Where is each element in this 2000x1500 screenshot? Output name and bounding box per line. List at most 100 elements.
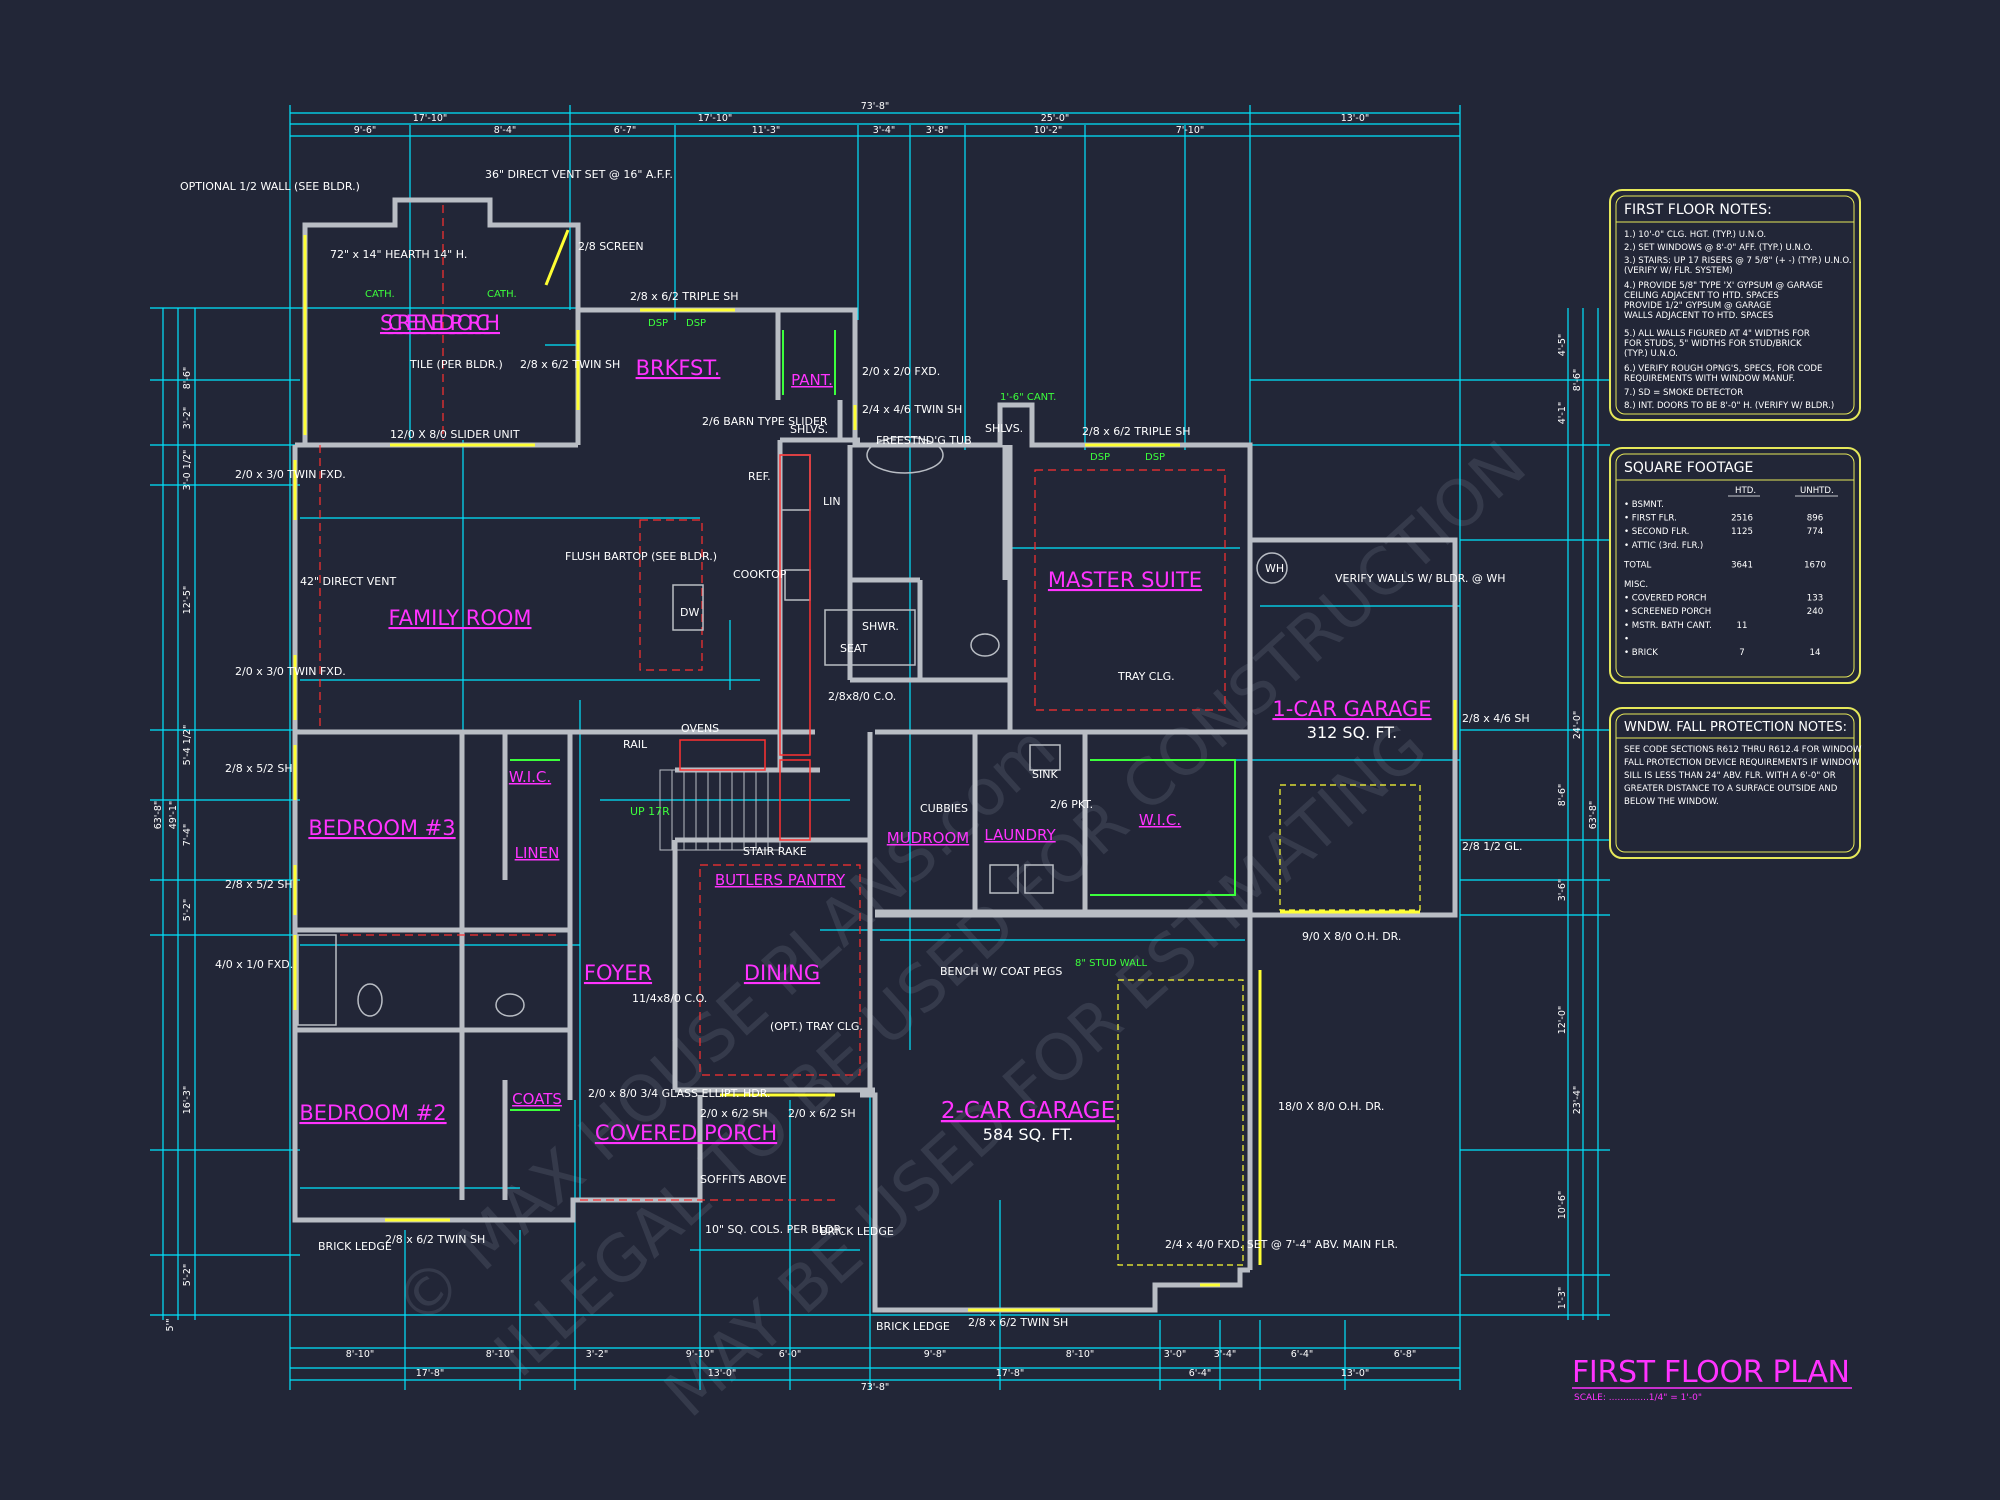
drawing-title: FIRST FLOOR PLAN xyxy=(1572,1355,1850,1390)
room-family-room: FAMILY ROOM xyxy=(388,606,531,630)
dim-bottom-row2: 17'-8" xyxy=(416,1368,445,1379)
sqft-row-label: • ATTIC (3rd. FLR.) xyxy=(1624,541,1703,551)
room-labels: SCREENED PORCH BRKFST. PANT. FAMILY ROOM… xyxy=(299,311,1431,1145)
room-coats: COATS xyxy=(512,1090,562,1108)
note-bench: BENCH W/ COAT PEGS xyxy=(940,965,1062,978)
sqft-row-label: • SECOND FLR. xyxy=(1624,527,1689,537)
ffn-line: 7.) SD = SMOKE DETECTOR xyxy=(1624,388,1743,398)
sqft-row-htd: 7 xyxy=(1739,648,1744,658)
sqft-row-label: MISC. xyxy=(1624,580,1648,590)
dim-right: 10'-6" xyxy=(1557,1191,1568,1220)
sqft-row-unhtd: 896 xyxy=(1807,514,1823,524)
panel-first-floor-notes: FIRST FLOOR NOTES: 1.) 10'-0" CLG. HGT. … xyxy=(1609,189,1861,421)
dim-top-row2: 6'-7" xyxy=(614,125,637,136)
note-dw: DW xyxy=(680,606,699,619)
dim-right: 1'-3" xyxy=(1557,1287,1568,1310)
dim-bottom-row1: 9'-8" xyxy=(924,1349,947,1360)
dim-top-row1: 17'-10" xyxy=(413,113,448,124)
ffn-line: 8.) INT. DOORS TO BE 8'-0" H. (VERIFY W/… xyxy=(1624,401,1834,411)
panel-window-fall-title: WNDW. FALL PROTECTION NOTES: xyxy=(1624,720,1847,735)
windows xyxy=(293,229,1457,1312)
note-brick-ledge-1: BRICK LEDGE xyxy=(318,1240,392,1253)
dim-right: 4'-5" xyxy=(1557,334,1568,357)
room-bedroom-3: BEDROOM #3 xyxy=(308,816,455,840)
room-mudroom: MUDROOM xyxy=(887,829,969,847)
note-cooktop: COOKTOP xyxy=(733,568,787,581)
note-cath-2: CATH. xyxy=(487,289,517,300)
room-covered-porch: COVERED PORCH xyxy=(595,1121,777,1145)
dim-bottom-row2: 13'-0" xyxy=(708,1368,737,1379)
room-linen: LINEN xyxy=(515,844,560,862)
ffn-line: WALLS ADJACENT TO HTD. SPACES xyxy=(1624,311,1773,321)
note-triple-sh-master: 2/8 x 6/2 TRIPLE SH xyxy=(1082,425,1190,438)
dim-left: 3'-2" xyxy=(182,407,193,430)
wfp-line: BELOW THE WINDOW. xyxy=(1624,797,1719,807)
note-rail: RAIL xyxy=(623,738,648,751)
panel-first-floor-notes-title: FIRST FLOOR NOTES: xyxy=(1624,202,1772,218)
dim-bottom-row1: 8'-10" xyxy=(486,1349,515,1360)
title-block: FIRST FLOOR PLAN SCALE: ..............1/… xyxy=(1572,1355,1852,1403)
room-brkfst: BRKFST. xyxy=(636,356,721,380)
dim-top-row2: 10'-2" xyxy=(1034,125,1063,136)
note-sh-20x62-b: 2/0 x 6/2 SH xyxy=(788,1107,856,1120)
dim-right-total: 63'-8" xyxy=(1588,801,1599,830)
note-dsp-4: DSP xyxy=(1145,452,1165,463)
note-brick-ledge-2: BRICK LEDGE xyxy=(820,1225,894,1238)
sqft-row-label: • BSMNT. xyxy=(1624,500,1664,510)
note-oh-door-9: 9/0 X 8/0 O.H. DR. xyxy=(1302,930,1401,943)
ffn-line: 6.) VERIFY ROUGH OPNG'S, SPECS, FOR CODE xyxy=(1624,364,1822,374)
note-freestanding-tub: FREESTND'G TUB xyxy=(876,434,972,447)
dim-left: 5'-2" xyxy=(182,899,193,922)
dim-right: 24'-0" xyxy=(1572,711,1583,740)
note-screen-28: 2/8 SCREEN xyxy=(578,240,644,253)
sqft-row-label: • xyxy=(1624,634,1629,644)
dim-top-row2: 11'-3" xyxy=(752,125,781,136)
room-screened-porch: SCREENED PORCH xyxy=(380,311,500,335)
dim-left: 12'-5" xyxy=(182,586,193,615)
sqft-row-htd: 2516 xyxy=(1731,514,1753,524)
cabinetry xyxy=(679,454,811,841)
dim-left: 7'-4" xyxy=(182,824,193,847)
room-1-car-garage-sqft: 312 SQ. FT. xyxy=(1307,723,1397,742)
sqft-row-unhtd: 774 xyxy=(1807,527,1823,537)
dim-top-row1: 13'-0" xyxy=(1341,113,1370,124)
ffn-line: (TYP.) U.N.O. xyxy=(1624,349,1678,359)
room-master-suite: MASTER SUITE xyxy=(1048,568,1202,592)
note-lin: LIN xyxy=(823,495,841,508)
wfp-line: SILL IS LESS THAN 24" ABV. FLR. WITH A 6… xyxy=(1624,771,1836,781)
dim-bottom-row2: 6'-4" xyxy=(1189,1368,1212,1379)
dim-bottom-row1: 3'-2" xyxy=(586,1349,609,1360)
dim-left: 8'-6" xyxy=(182,367,193,390)
toilet-2-shape xyxy=(495,993,525,1017)
note-twin-fxd-1: 2/0 x 3/0 TWIN FXD. xyxy=(235,468,346,481)
note-sh-20x62-a: 2/0 x 6/2 SH xyxy=(700,1107,768,1120)
wfp-line: GREATER DISTANCE TO A SURFACE OUTSIDE AN… xyxy=(1624,784,1838,794)
dimension-lines xyxy=(150,105,1610,1390)
sqft-col-htd: HTD. xyxy=(1735,486,1756,496)
note-fxd-4010: 4/0 x 1/0 FXD. xyxy=(215,958,293,971)
note-pkt: 2/6 PKT. xyxy=(1050,798,1093,811)
note-tile: TILE (PER BLDR.) xyxy=(409,358,503,371)
dim-top-row2: 3'-4" xyxy=(873,125,896,136)
dim-bottom-row1: 6'-8" xyxy=(1394,1349,1417,1360)
note-dsp-3: DSP xyxy=(1090,452,1110,463)
dim-bottom-row2: 13'-0" xyxy=(1341,1368,1370,1379)
note-cols: 10" SQ. COLS. PER BLDR. xyxy=(705,1223,844,1236)
ffn-line: FOR STUDS, 5" WIDTHS FOR STUD/BRICK xyxy=(1624,339,1802,349)
ffn-line: 5.) ALL WALLS FIGURED AT 4" WIDTHS FOR xyxy=(1624,329,1810,339)
dim-right: 8'-6" xyxy=(1572,369,1583,392)
note-twin-sh-bed2: 2/8 x 6/2 TWIN SH xyxy=(385,1233,485,1246)
room-pant: PANT. xyxy=(791,371,833,389)
dim-left: 16'-3" xyxy=(182,1086,193,1115)
room-dining: DINING xyxy=(744,961,820,985)
note-seat: SEAT xyxy=(840,642,868,655)
sqft-row-unhtd: 14 xyxy=(1810,648,1821,658)
note-gl-28: 2/8 1/2 GL. xyxy=(1462,840,1523,853)
shower-shape xyxy=(824,609,916,666)
ffn-line: 4.) PROVIDE 5/8" TYPE 'X' GYPSUM @ GARAG… xyxy=(1624,281,1823,291)
note-barn-slider: 2/6 BARN TYPE SLIDER xyxy=(702,415,828,428)
wfp-line: SEE CODE SECTIONS R612 THRU R612.4 FOR W… xyxy=(1624,745,1862,755)
note-direct-vent-36: 36" DIRECT VENT SET @ 16" A.F.F. xyxy=(485,168,673,181)
dim-left: 5'-4 1/2" xyxy=(182,725,193,766)
